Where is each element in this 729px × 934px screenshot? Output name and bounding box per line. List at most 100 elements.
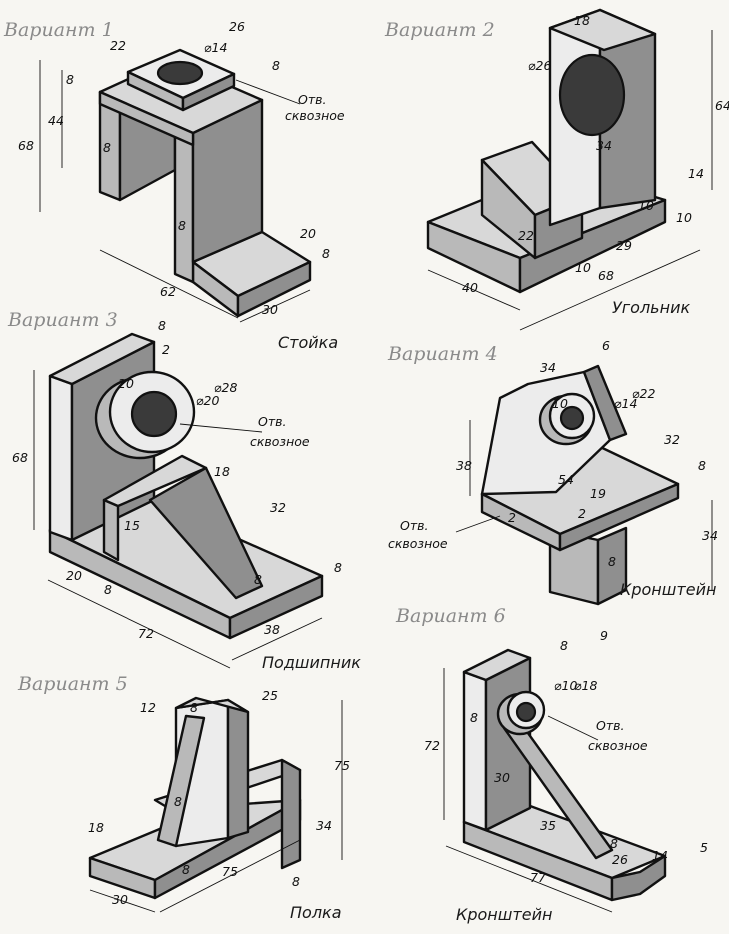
v4-note-line2: сквозное (388, 536, 448, 551)
variant-2-title: Вариант 2 (384, 19, 495, 41)
v4-dim-34-b: 34 (702, 528, 718, 543)
v2-dim-10-a: 10 (638, 198, 654, 213)
variant-3-title: Вариант 3 (7, 309, 118, 331)
v4-dim-d14: ⌀14 (614, 396, 637, 411)
v4-dim-8: 8 (698, 458, 706, 473)
v1-dim-d14: ⌀14 (204, 40, 227, 55)
variant-4: Вариант 4 34 6 10 ⌀14 ⌀22 32 38 54 19 8 … (387, 338, 718, 606)
v3-dim-8: 8 (158, 318, 166, 333)
v3-dim-18: 18 (214, 464, 230, 479)
v2-dim-29: 29 (616, 238, 632, 253)
v2-upright-top (548, 8, 657, 52)
variant-1: Вариант 1 26 22 ⌀14 8 68 44 8 8 8 20 (3, 19, 345, 352)
v4-dim-38: 38 (456, 458, 472, 473)
v1-through-hole (156, 60, 204, 86)
v4-dim-34: 34 (540, 360, 556, 375)
v6-upright-front (462, 670, 488, 832)
variant-4-title: Вариант 4 (387, 343, 498, 365)
variant-5-title: Вариант 5 (17, 673, 128, 695)
variant-6: Вариант 6 8 9 ⌀10 ⌀18 72 8 30 35 8 26 14… (395, 605, 708, 924)
v1-dim-8-c: 8 (178, 218, 186, 233)
v1-part-name: Стойка (278, 333, 338, 352)
v6-dim-5: 5 (700, 840, 708, 855)
v2-part-name: Угольник (612, 298, 690, 317)
v2-dim-34: 34 (596, 138, 612, 153)
v3-rib-slope (148, 466, 264, 600)
v1-dim-44: 44 (48, 113, 64, 128)
v1-dim-68: 68 (18, 138, 34, 153)
v2-dim-40: 40 (462, 280, 478, 295)
v3-dim-20: 20 (118, 376, 134, 391)
v4-plate-side (558, 482, 680, 552)
v2-through-hole (558, 53, 626, 137)
v2-base-side (518, 198, 667, 294)
v4-dim-10: 10 (552, 396, 568, 411)
v6-dim-d10: ⌀10 (554, 678, 577, 693)
v3-through-hole (130, 390, 178, 438)
v1-dim-22: 22 (110, 38, 126, 53)
v5-dim-25: 25 (262, 688, 278, 703)
v4-dim-6: 6 (602, 338, 610, 353)
v6-through-hole (515, 701, 537, 723)
v3-dim-72: 72 (138, 626, 154, 641)
v4-upright-edge (582, 364, 628, 442)
v3-plate-front (48, 374, 74, 542)
v6-upright-top (462, 648, 532, 682)
v6-note-line2: сквозное (588, 738, 648, 753)
v3-dim-2: 2 (162, 342, 170, 357)
v2-dim-10-c: 10 (575, 260, 591, 275)
v1-dim-30: 30 (262, 302, 278, 317)
v4-dim-2-b: 2 (578, 506, 586, 521)
v3-dim-8-b: 8 (254, 572, 262, 587)
v3-dim-32: 32 (270, 500, 286, 515)
v1-top-front (98, 90, 195, 147)
v5-dim-8-c: 8 (182, 862, 190, 877)
v4-dim-2-a: 2 (508, 510, 516, 525)
v5-upright-side (226, 698, 250, 840)
v6-dim-72: 72 (424, 738, 440, 753)
v4-dim-d22: ⌀22 (632, 386, 655, 401)
v3-dim-d20: ⌀20 (196, 393, 219, 408)
v1-dim-8-top: 8 (272, 58, 280, 73)
v3-part-name: Подшипник (262, 653, 361, 672)
v6-dim-d18: ⌀18 (574, 678, 597, 693)
v6-dim-8: 8 (560, 638, 568, 653)
v1-dim-8-b: 8 (103, 140, 111, 155)
v3-dim-15: 15 (124, 518, 140, 533)
v6-dim-8-b: 8 (470, 710, 478, 725)
v3-dim-8-c: 8 (334, 560, 342, 575)
v5-upright-top (174, 696, 250, 714)
v2-dim-14: 14 (688, 166, 704, 181)
v2-dim-18: 18 (574, 13, 590, 28)
variant-6-title: Вариант 6 (395, 605, 506, 627)
v5-dim-30: 30 (112, 892, 128, 907)
v6-dim-9: 9 (600, 628, 608, 643)
v5-rib (156, 714, 206, 848)
v2-dim-10-b: 10 (676, 210, 692, 225)
v3-rib-front (102, 498, 120, 562)
v5-dim-8-b: 8 (174, 794, 182, 809)
variant-5: Вариант 5 12 8 25 75 8 18 34 8 75 8 30 П… (17, 673, 350, 922)
v5-dim-75: 75 (334, 758, 350, 773)
v3-dim-d28: ⌀28 (214, 380, 237, 395)
v6-dim-30: 30 (494, 770, 510, 785)
v4-through-hole (559, 405, 585, 431)
v2-dim-64: 64 (715, 98, 729, 113)
v6-dim-8-c: 8 (610, 836, 618, 851)
v3-dim-20-b: 20 (66, 568, 82, 583)
v2-dim-d26: ⌀26 (528, 58, 551, 73)
v1-foot-side (236, 260, 312, 318)
v5-dim-8-a: 8 (190, 700, 198, 715)
v5-dim-8-d: 8 (292, 874, 300, 889)
v2-dim-68: 68 (598, 268, 614, 283)
v5-dim-12: 12 (140, 700, 156, 715)
v2-dim-22: 22 (518, 228, 534, 243)
v1-note-line2: сквозное (285, 108, 345, 123)
v1-dim-20: 20 (300, 226, 316, 241)
v6-dim-26: 26 (612, 852, 628, 867)
v1-dim-8-a: 8 (66, 72, 74, 87)
v1-dim-26: 26 (229, 19, 245, 34)
v4-dim-32: 32 (664, 432, 680, 447)
